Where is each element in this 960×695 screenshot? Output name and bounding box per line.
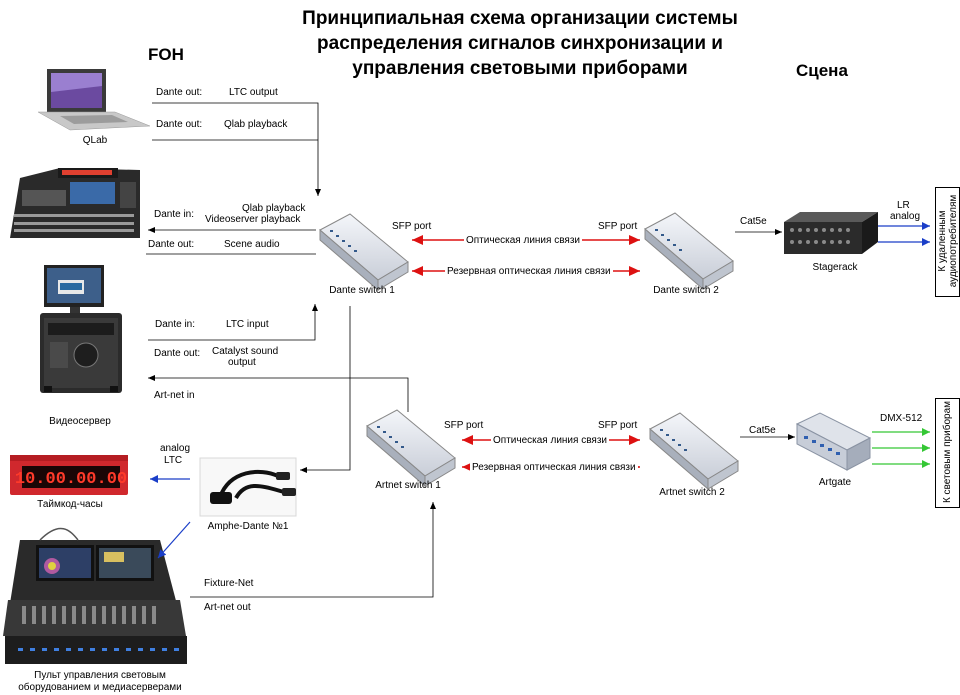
lighting-console-label-line-1: Пульт управления световым (34, 670, 166, 681)
artnet-switch-1-label: Artnet switch 1 (375, 480, 441, 491)
videoserver-catalyst-line-1: Catalyst sound (212, 346, 279, 357)
dante-switch-1-icon (319, 213, 409, 292)
audio-output-label: К удаленным аудиопотребителям (937, 188, 959, 294)
stage-heading: Сцена (796, 61, 848, 80)
videoserver-dante-in: Dante in: (155, 319, 196, 330)
audio-mixer-icon (10, 168, 140, 238)
qlab-dante-out-2: Dante out: (156, 119, 203, 130)
sfp-port-dante-1: SFP port (392, 221, 432, 232)
qlab-dante-out-1: Dante out: (156, 87, 203, 98)
dante-to-amphe-line (300, 306, 351, 473)
videoserver-catalyst-line-2: output (228, 357, 256, 368)
reserve-line-dante-label: Резервная оптическая линия связи (445, 266, 613, 277)
audio-output-box: К удаленным аудиопотребителям (935, 187, 960, 297)
artnet-switch-1-icon (366, 409, 456, 488)
artnet-in-line (148, 375, 409, 412)
diagram-title: Принципиальная схема организации системы… (190, 6, 850, 81)
reserve-line-artnet-label: Резервная оптическая линия связи (470, 462, 638, 473)
stagerack-icon (784, 212, 878, 254)
dante-switch-2-label: Dante switch 2 (653, 285, 719, 296)
dante-switch-2-icon (644, 212, 734, 291)
stagerack-label: Stagerack (812, 262, 858, 273)
analog-ltc-label-2: LTC (164, 455, 183, 466)
fixture-net-label: Fixture-Net (204, 578, 254, 589)
artgate-icon (795, 412, 872, 471)
videoserver-ltc-input: LTC input (226, 319, 269, 330)
timecode-clock-icon: 10.00.00.00 (10, 455, 128, 495)
optical-line-dante-label: Оптическая линия связи (464, 235, 582, 246)
artnet-out-label: Art-net out (204, 602, 251, 613)
mixer-scene-audio: Scene audio (224, 239, 280, 250)
title-line-3: управления световыми приборами (352, 58, 688, 79)
artgate-label: Artgate (818, 477, 852, 488)
qlab-laptop-icon (37, 69, 151, 131)
qlab-ltc-line (152, 102, 321, 196)
sfp-port-artnet-1: SFP port (444, 420, 484, 431)
videoserver-ltc-line (148, 304, 318, 341)
fixture-net-line (190, 502, 436, 598)
mixer-dante-out: Dante out: (148, 239, 195, 250)
qlab-playback: Qlab playback (224, 119, 288, 130)
sfp-port-dante-2: SFP port (598, 221, 638, 232)
qlab-ltc-output: LTC output (229, 87, 278, 98)
optical-line-artnet-label: Оптическая линия связи (491, 435, 609, 446)
audio-output-line-1: К удаленным (937, 210, 948, 272)
lr-label: LR (897, 200, 910, 211)
mixer-qlab-playback: Qlab playback (242, 203, 306, 214)
audio-output-line-2: аудиопотребителям (948, 194, 959, 288)
cat5e-artnet-label: Cat5e (749, 425, 776, 436)
lr-analog-label: analog (890, 211, 921, 222)
title-line-1: Принципиальная схема организации системы (302, 8, 738, 29)
lighting-console-label: Пульт управления световым оборудованием … (0, 670, 200, 694)
artnet-switch-2-label: Artnet switch 2 (659, 487, 725, 498)
dmx-label: DMX-512 (880, 413, 923, 424)
dante-switch-1-label: Dante switch 1 (329, 285, 395, 296)
amphe-dante-label: Amphe-Dante №1 (207, 521, 289, 532)
timecode-clock-label: Таймкод-часы (37, 499, 103, 510)
cat5e-dante-label: Cat5e (740, 216, 767, 227)
qlab-label: QLab (82, 135, 108, 146)
lighting-console-label-line-2: оборудованием и медиасерверами (18, 682, 182, 693)
videoserver-icon (40, 265, 122, 393)
mixer-videoserver-playback: Videoserver playback (205, 214, 301, 225)
mixer-dante-in: Dante in: (154, 209, 195, 220)
lighting-console-icon (3, 527, 187, 664)
videoserver-label: Видеосервер (49, 416, 111, 427)
videoserver-dante-out: Dante out: (154, 348, 201, 359)
videoserver-artnet-in: Art-net in (154, 390, 195, 401)
lighting-output-box: К световым приборам (935, 398, 960, 508)
sfp-port-artnet-2: SFP port (598, 420, 638, 431)
analog-ltc-label-1: analog (160, 443, 191, 454)
artnet-switch-2-icon (649, 412, 739, 491)
amphe-dante-adapter-icon (199, 457, 297, 517)
foh-heading: FOH (148, 45, 184, 64)
clock-display-text: 10.00.00.00 (15, 470, 127, 489)
title-line-2: распределения сигналов синхронизации и (317, 33, 723, 54)
lighting-output-label: К световым приборам (942, 400, 953, 504)
amphe-to-console-line (157, 521, 191, 559)
